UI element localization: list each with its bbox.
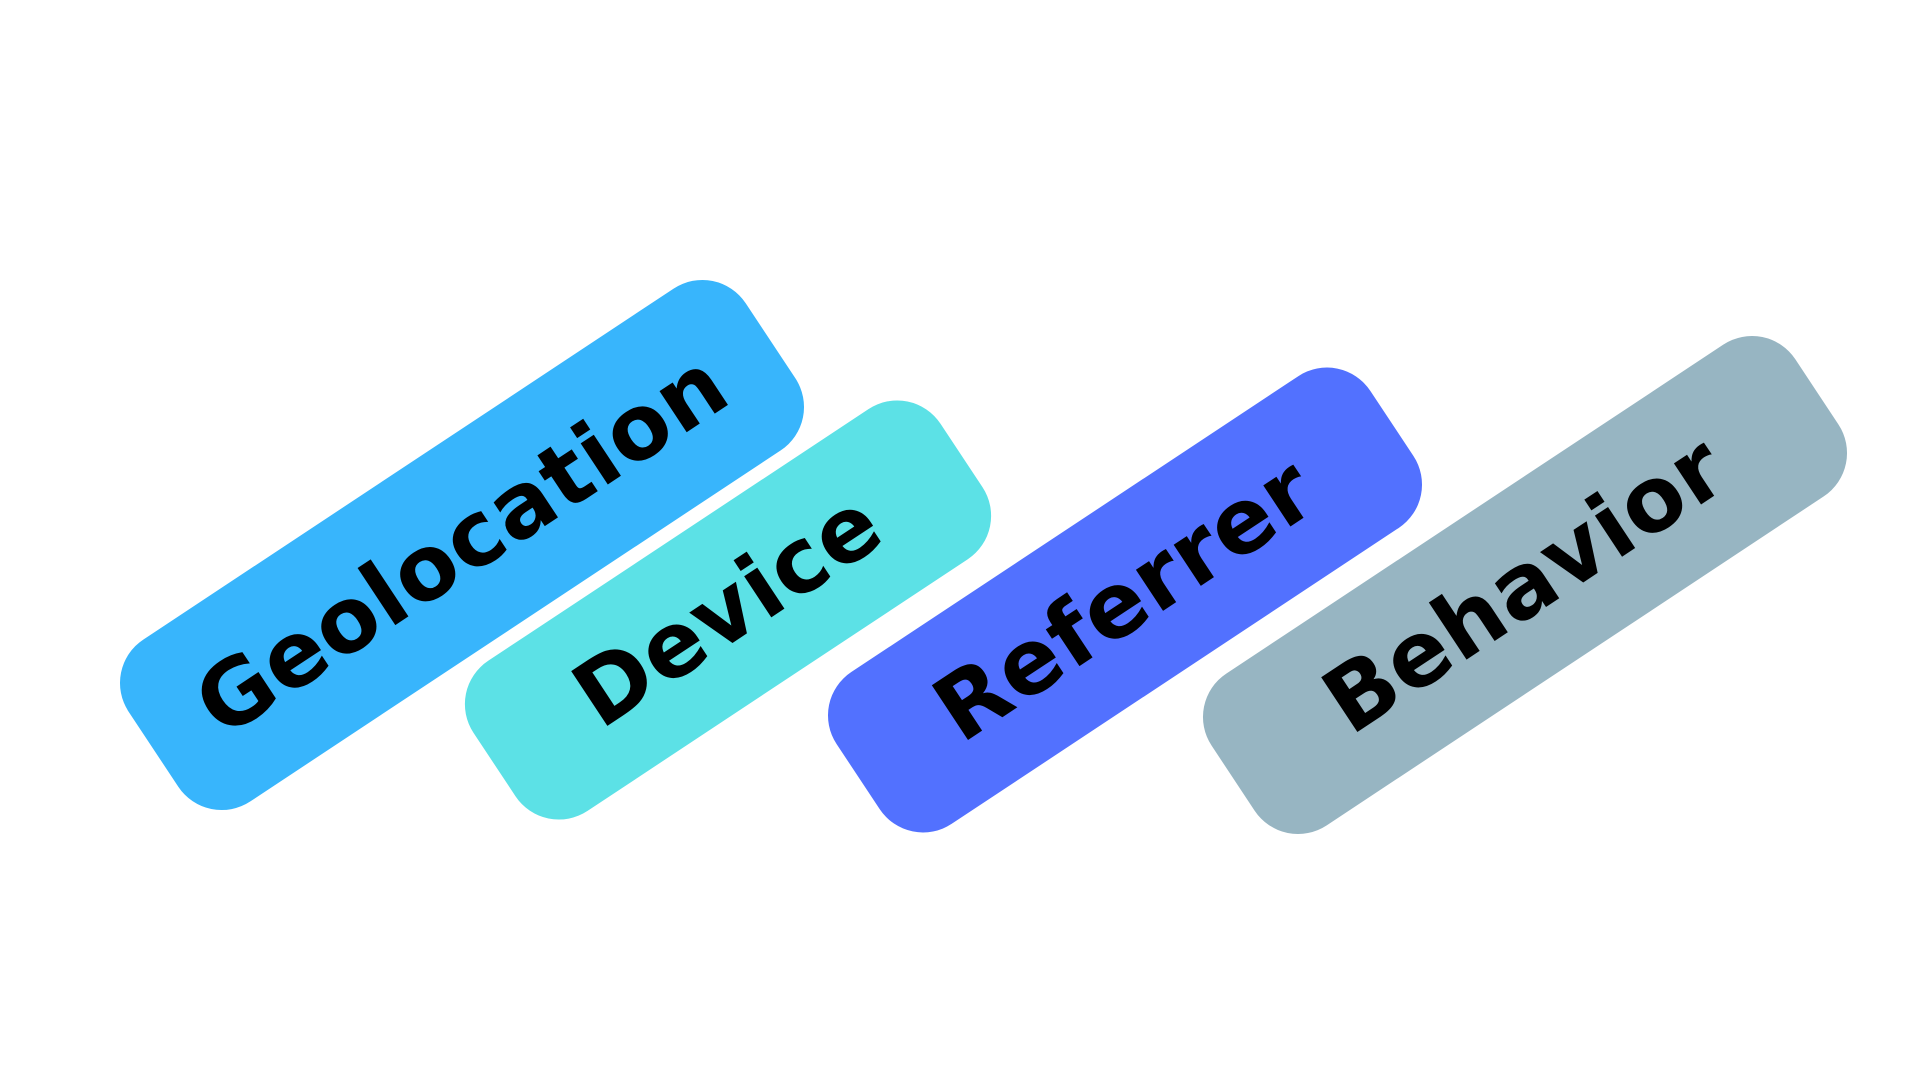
canvas: Geolocation Device Referrer Behavior [99, 259, 1868, 855]
